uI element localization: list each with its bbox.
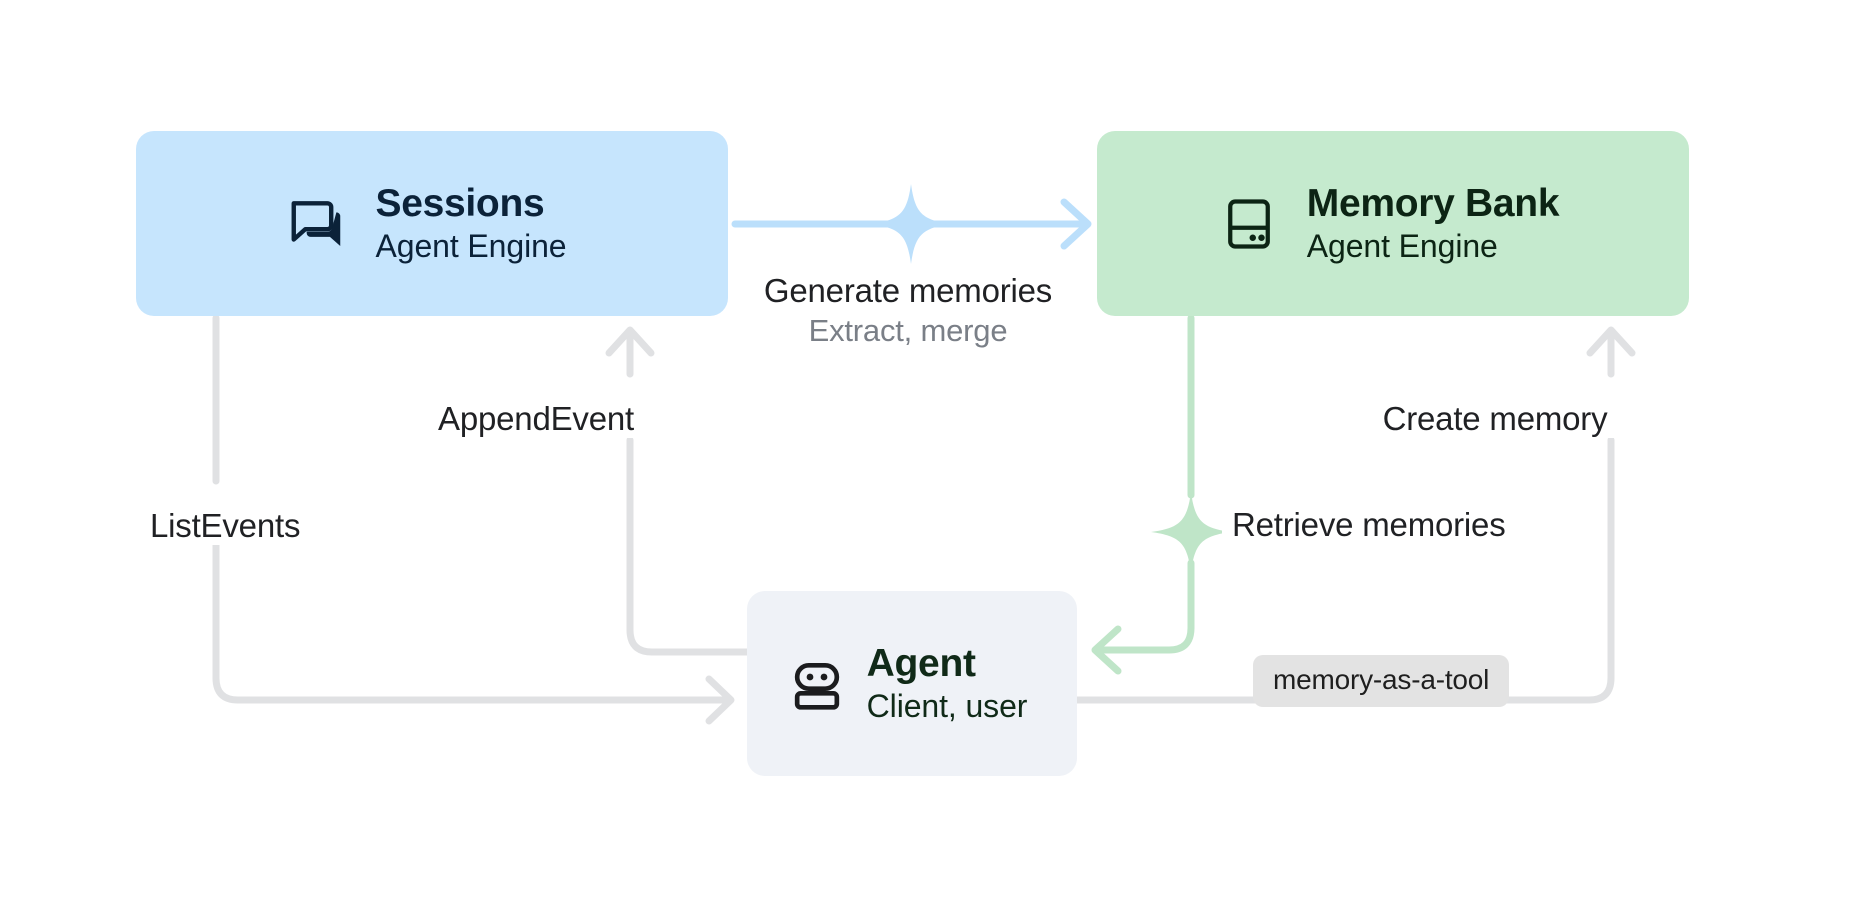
node-memory-bank-subtitle: Agent Engine (1306, 228, 1498, 265)
edge-label-list-events: ListEvents (140, 507, 311, 545)
badge-memory-as-a-tool: memory-as-a-tool (1253, 655, 1510, 707)
node-agent-title: Agent (866, 642, 976, 686)
edge-label-create-memory: Create memory (1372, 400, 1618, 438)
arrowhead-generate-memories (1060, 198, 1092, 250)
edge-sublabel-generate-memories: Extract, merge (808, 313, 1008, 348)
node-memory-bank-title: Memory Bank (1306, 182, 1560, 226)
edge-append-event (605, 326, 751, 656)
chat-bubbles-icon (291, 200, 340, 246)
memory-bank-icon (1227, 198, 1270, 249)
node-agent-subtitle: Client, user (866, 688, 1028, 725)
edge-retrieve-memories (1091, 314, 1231, 675)
sparkle-icon-retrieve (1151, 492, 1231, 572)
sparkle-icon-generate (871, 184, 951, 264)
node-agent[interactable]: Agent Client, user (747, 591, 1077, 776)
node-memory-bank[interactable]: Memory Bank Agent Engine (1097, 131, 1689, 316)
node-sessions-title: Sessions (375, 182, 545, 226)
edge-generate-memories (731, 184, 1092, 264)
arrowhead-list-events (705, 675, 735, 725)
edge-label-retrieve-memories: Retrieve memories (1222, 506, 1516, 544)
node-sessions[interactable]: Sessions Agent Engine (136, 131, 728, 316)
node-sessions-subtitle: Agent Engine (375, 228, 567, 265)
robot-icon (794, 662, 839, 710)
edge-label-generate-memories: Generate memories (753, 272, 1063, 310)
arrowhead-append-event (605, 326, 655, 357)
arrowhead-create-memory (1586, 326, 1636, 357)
edge-label-append-event: AppendEvent (428, 400, 644, 438)
arrowhead-retrieve-memories (1091, 625, 1122, 675)
